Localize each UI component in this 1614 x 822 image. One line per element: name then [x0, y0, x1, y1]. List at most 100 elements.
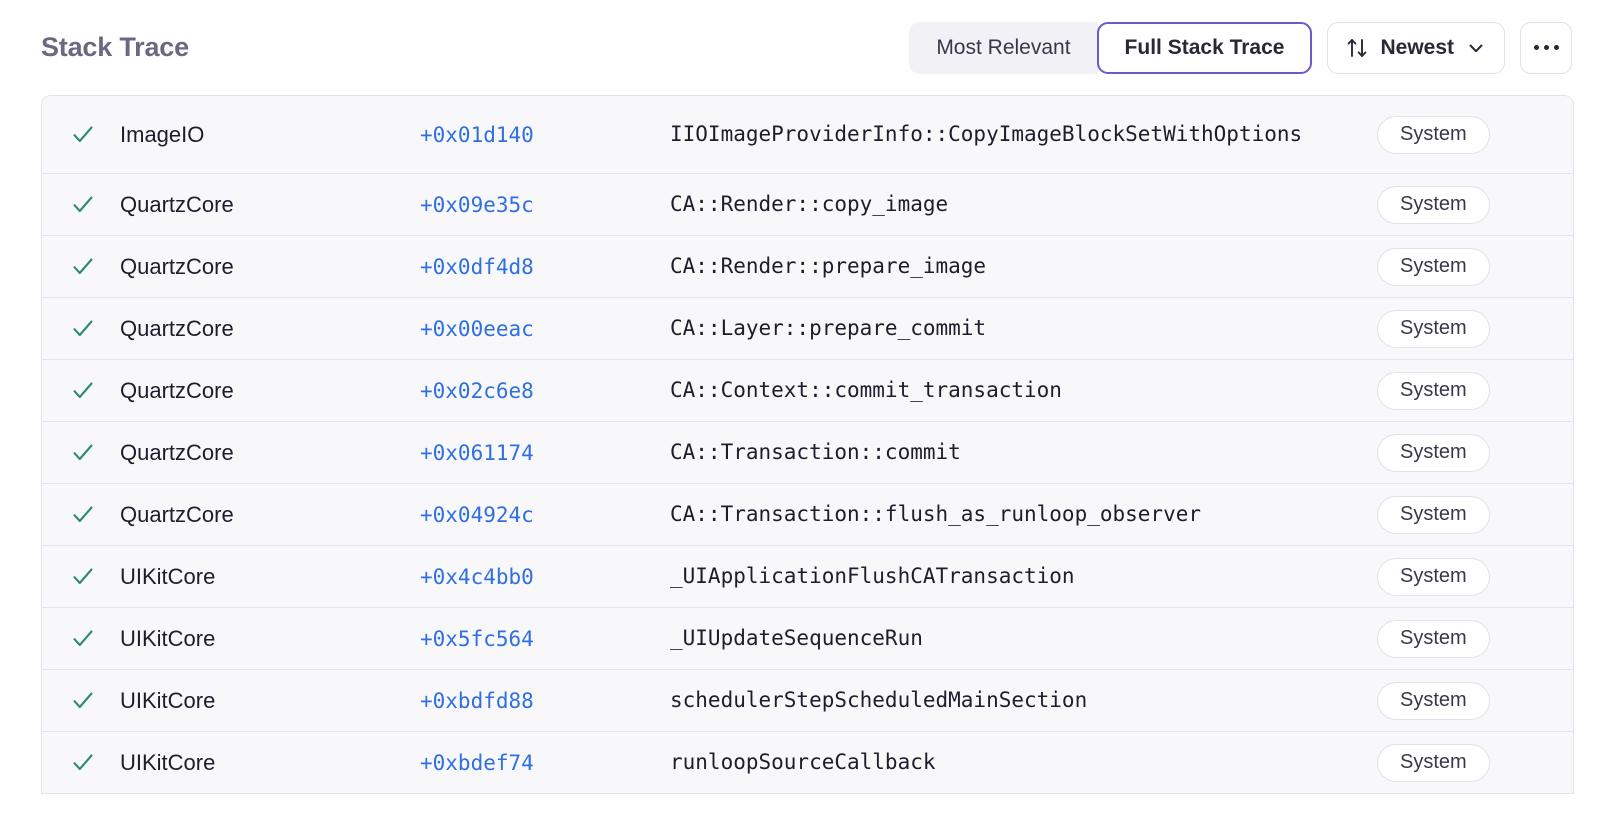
frame-badge-cell: System: [1363, 247, 1573, 286]
frame-function-name: IIOImageProviderInfo::CopyImageBlockSetW…: [670, 121, 1303, 146]
frame-image-name: QuartzCore: [120, 253, 234, 279]
frame-image-name: UIKitCore: [120, 563, 216, 589]
table-row[interactable]: QuartzCore +0x0df4d8 CA::Render::prepare…: [42, 236, 1573, 298]
chevron-down-icon: [1466, 38, 1486, 58]
check-icon: [70, 564, 96, 590]
frame-badge-cell: System: [1363, 371, 1573, 410]
status-badge: System: [1377, 743, 1490, 782]
status-badge: System: [1377, 371, 1490, 410]
frame-function-name: schedulerStepScheduledMainSection: [670, 687, 1088, 712]
check-icon: [70, 688, 96, 714]
table-row[interactable]: UIKitCore +0xbdef74 runloopSourceCallbac…: [42, 732, 1573, 794]
frame-included-cell[interactable]: [42, 502, 120, 528]
frame-badge-cell: System: [1363, 115, 1573, 154]
frame-image-name: QuartzCore: [120, 377, 234, 403]
frame-included-cell[interactable]: [42, 254, 120, 280]
table-row[interactable]: QuartzCore +0x061174 CA::Transaction::co…: [42, 422, 1573, 484]
frame-offset[interactable]: +0x04924c: [420, 502, 534, 527]
frame-function-name: _UIUpdateSequenceRun: [670, 625, 923, 650]
frame-included-cell[interactable]: [42, 688, 120, 714]
status-badge: System: [1377, 433, 1490, 472]
panel-header: Stack Trace Most Relevant Full Stack Tra…: [0, 0, 1614, 95]
frame-included-cell[interactable]: [42, 122, 120, 148]
status-badge: System: [1377, 495, 1490, 534]
more-options-button[interactable]: [1520, 21, 1572, 74]
check-icon: [70, 440, 96, 466]
frame-function-name: runloopSourceCallback: [670, 749, 936, 774]
trace-mode-segmented-control[interactable]: Most Relevant Full Stack Trace: [909, 21, 1313, 74]
table-row[interactable]: UIKitCore +0x5fc564 _UIUpdateSequenceRun…: [42, 608, 1573, 670]
frame-function-name: _UIApplicationFlushCATransaction: [670, 563, 1075, 588]
frame-image-name: QuartzCore: [120, 191, 234, 217]
frame-included-cell[interactable]: [42, 564, 120, 590]
frame-offset[interactable]: +0x01d140: [420, 122, 534, 147]
frame-function-name: CA::Render::copy_image: [670, 191, 949, 216]
frame-badge-cell: System: [1363, 495, 1573, 534]
sort-button[interactable]: Newest: [1327, 21, 1505, 74]
frame-offset[interactable]: +0x09e35c: [420, 192, 534, 217]
status-badge: System: [1377, 185, 1490, 224]
frame-image-name: UIKitCore: [120, 625, 216, 651]
table-row[interactable]: QuartzCore +0x09e35c CA::Render::copy_im…: [42, 174, 1573, 236]
frame-included-cell[interactable]: [42, 316, 120, 342]
frame-function-name: CA::Transaction::flush_as_runloop_observ…: [670, 501, 1202, 526]
frame-badge-cell: System: [1363, 557, 1573, 596]
frame-function-name: CA::Transaction::commit: [670, 439, 961, 464]
status-badge: System: [1377, 681, 1490, 720]
frame-image-name: ImageIO: [120, 121, 205, 147]
status-badge: System: [1377, 115, 1490, 154]
frame-badge-cell: System: [1363, 433, 1573, 472]
table-row[interactable]: UIKitCore +0xbdfd88 schedulerStepSchedul…: [42, 670, 1573, 732]
frame-included-cell[interactable]: [42, 626, 120, 652]
frame-offset[interactable]: +0x5fc564: [420, 626, 534, 651]
frame-badge-cell: System: [1363, 743, 1573, 782]
frame-badge-cell: System: [1363, 681, 1573, 720]
frame-image-name: QuartzCore: [120, 439, 234, 465]
frame-offset[interactable]: +0x0df4d8: [420, 254, 534, 279]
status-badge: System: [1377, 619, 1490, 658]
table-row[interactable]: QuartzCore +0x04924c CA::Transaction::fl…: [42, 484, 1573, 546]
frame-function-name: CA::Context::commit_transaction: [670, 377, 1062, 402]
frame-function-name: CA::Render::prepare_image: [670, 253, 987, 278]
page-title: Stack Trace: [41, 32, 189, 62]
frame-image-name: UIKitCore: [120, 749, 216, 775]
frame-included-cell[interactable]: [42, 440, 120, 466]
check-icon: [70, 122, 96, 148]
sort-arrows-icon: [1346, 36, 1368, 60]
frame-offset[interactable]: +0x4c4bb0: [420, 564, 534, 589]
check-icon: [70, 192, 96, 218]
table-row[interactable]: QuartzCore +0x00eeac CA::Layer::prepare_…: [42, 298, 1573, 360]
status-badge: System: [1377, 247, 1490, 286]
frame-image-name: UIKitCore: [120, 687, 216, 713]
status-badge: System: [1377, 309, 1490, 348]
frame-offset[interactable]: +0xbdef74: [420, 750, 534, 775]
frame-badge-cell: System: [1363, 619, 1573, 658]
table-row[interactable]: UIKitCore +0x4c4bb0 _UIApplicationFlushC…: [42, 546, 1573, 608]
ellipsis-icon: [1533, 45, 1559, 50]
table-row[interactable]: QuartzCore +0x02c6e8 CA::Context::commit…: [42, 360, 1573, 422]
check-icon: [70, 316, 96, 342]
frame-included-cell[interactable]: [42, 192, 120, 218]
check-icon: [70, 502, 96, 528]
tab-full-stack-trace[interactable]: Full Stack Trace: [1096, 21, 1313, 74]
header-actions: Most Relevant Full Stack Trace Newest: [909, 21, 1572, 74]
frame-offset[interactable]: +0xbdfd88: [420, 688, 534, 713]
frame-offset[interactable]: +0x02c6e8: [420, 378, 534, 403]
frame-included-cell[interactable]: [42, 750, 120, 776]
frame-included-cell[interactable]: [42, 378, 120, 404]
sort-label: Newest: [1380, 35, 1454, 59]
check-icon: [70, 750, 96, 776]
status-badge: System: [1377, 557, 1490, 596]
frame-badge-cell: System: [1363, 185, 1573, 224]
tab-most-relevant[interactable]: Most Relevant: [909, 21, 1098, 74]
stack-trace-table: ImageIO +0x01d140 IIOImageProviderInfo::…: [41, 95, 1574, 794]
check-icon: [70, 378, 96, 404]
check-icon: [70, 254, 96, 280]
frame-offset[interactable]: +0x061174: [420, 440, 534, 465]
frame-function-name: CA::Layer::prepare_commit: [670, 315, 987, 340]
frame-offset[interactable]: +0x00eeac: [420, 316, 534, 341]
table-row[interactable]: ImageIO +0x01d140 IIOImageProviderInfo::…: [42, 96, 1573, 174]
check-icon: [70, 626, 96, 652]
frame-image-name: QuartzCore: [120, 315, 234, 341]
